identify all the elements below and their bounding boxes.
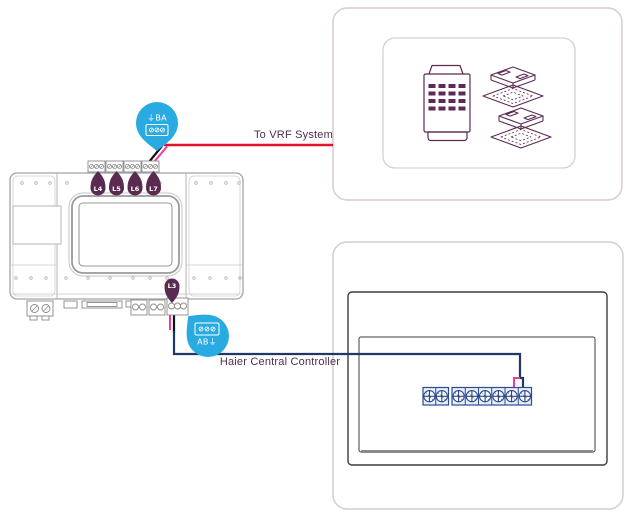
port-label-l5: L5 xyxy=(112,184,121,193)
terminal-screw-icon xyxy=(435,390,448,403)
gateway-device xyxy=(9,160,244,321)
terminal-screw-icon xyxy=(492,390,505,403)
gateway-label-area xyxy=(12,205,62,245)
terminal-block-icon xyxy=(145,124,169,136)
port-label-l7: L7 xyxy=(149,184,158,193)
top-callout-text: ⏚BA xyxy=(147,113,167,123)
controller-connection-label: Haier Central Controller xyxy=(219,356,341,368)
terminal-screw-icon xyxy=(518,390,532,403)
gateway-bottom-connectors xyxy=(26,297,189,321)
terminal-screw-icon xyxy=(465,390,479,403)
gateway-screen xyxy=(68,192,183,277)
vrf-wire-pink xyxy=(153,145,168,163)
port-label-l6: L6 xyxy=(130,184,140,193)
terminal-block-icon xyxy=(194,322,220,336)
bottom-callout-text: AB⏚ xyxy=(197,337,217,347)
outdoor-unit-icon xyxy=(423,64,471,142)
gateway-top-terminal-strip xyxy=(87,160,160,173)
controller-wire-pink xyxy=(513,377,520,388)
terminal-screw-icon xyxy=(452,390,465,403)
callout-pin-top xyxy=(136,102,178,151)
port-label-l3: L3 xyxy=(167,281,177,290)
controller-wire-navy xyxy=(172,331,525,388)
port-label-l4: L4 xyxy=(93,184,103,193)
outdoor-unit-vents xyxy=(428,84,466,111)
terminal-screw-icon xyxy=(505,390,518,403)
vrf-system-inner-panel xyxy=(382,37,576,169)
controller-terminal-strip xyxy=(422,386,533,406)
vrf-connection-label: To VRF System xyxy=(253,129,333,141)
callout-pin-bottom xyxy=(173,301,238,366)
terminal-screw-icon xyxy=(423,390,436,403)
terminal-screw-icon xyxy=(478,390,492,403)
